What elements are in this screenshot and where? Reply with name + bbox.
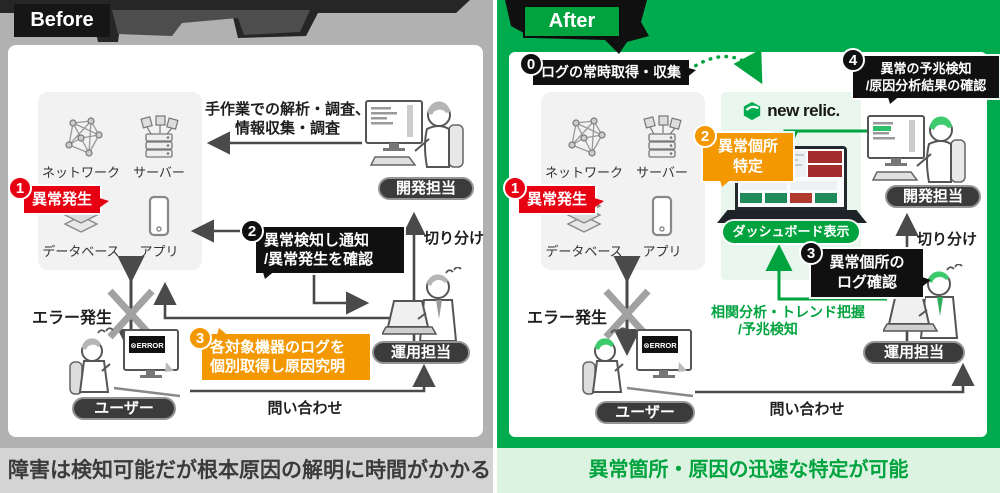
anomaly-bubble: 異常発生	[24, 186, 110, 213]
after-caption: 異常箇所・原因の迅速な特定が可能	[497, 448, 1000, 493]
prediction-note: 異常の予兆検知 /原因分析結果の確認	[853, 56, 999, 104]
server-icon	[643, 115, 682, 158]
newrelic-mark-icon	[744, 101, 761, 121]
app-item: アプリ	[120, 181, 198, 260]
step2-badge: 2	[240, 219, 264, 243]
before-caption: 障害は検知可能だが根本原因の解明に時間がかかる	[0, 448, 493, 493]
dashboard-pill: ダッシュボード表示	[723, 221, 859, 243]
user-figure: ⊗ERROR	[69, 327, 181, 398]
newrelic-highlight-chip	[873, 126, 891, 131]
before-system-box: ネットワーク	[38, 92, 202, 270]
note-tail	[719, 177, 734, 190]
app-icon	[651, 195, 673, 237]
note-tail	[216, 325, 231, 338]
after-system-box: ネットワーク	[541, 92, 705, 270]
prediction-line1: 異常の予兆検知	[880, 61, 972, 76]
app-label: アプリ	[642, 244, 682, 259]
user-pill: ユーザー	[72, 397, 176, 420]
log-collect-note: 各対象機器のログを 個別取得し原因究明	[202, 328, 370, 380]
manual-analysis-line2: 情報収集・調査	[234, 120, 340, 137]
anomaly-bubble-text: 異常発生	[32, 191, 93, 208]
log-check-note: 異常個所の ログ確認	[811, 249, 931, 297]
error-occurs-label: エラー発生	[527, 310, 608, 327]
step4-badge: 4	[841, 48, 865, 72]
developer-pill: 開発担当	[885, 185, 981, 208]
log-stream-note: ログの常時取得・収集	[533, 60, 696, 85]
server-item: サーバー	[120, 102, 198, 181]
before-label: Before	[14, 4, 110, 37]
error-screen-text: ⊗ERROR	[130, 341, 164, 350]
operations-figure	[883, 264, 963, 339]
note-tail	[685, 67, 699, 79]
anomaly-bubble-text: 異常発生	[527, 191, 588, 208]
detect-notify-line1: 異常検知し通知	[264, 232, 370, 249]
bubble-tail	[591, 197, 607, 210]
database-label: データベース	[545, 244, 623, 259]
developer-pill: 開発担当	[378, 177, 474, 200]
user-figure: ⊗ERROR	[582, 327, 694, 398]
error-screen-text: ⊗ERROR	[643, 341, 677, 350]
database-label: データベース	[42, 244, 120, 259]
step1-badge: 1	[8, 176, 32, 200]
step2-badge: 2	[693, 124, 717, 148]
log-collect-line2: 個別取得し原因究明	[210, 358, 346, 375]
network-item: ネットワーク	[42, 102, 120, 181]
network-icon	[65, 117, 103, 157]
newrelic-logo: new relic.	[727, 99, 855, 123]
triage-label: 切り分け	[917, 231, 978, 248]
network-icon	[568, 117, 606, 157]
anomaly-locate-line2: 特定	[732, 158, 763, 175]
network-item: ネットワーク	[545, 102, 623, 181]
operations-pill: 運用担当	[372, 341, 470, 364]
log-check-line1: 異常個所の	[829, 254, 905, 271]
step3-badge: 3	[799, 241, 823, 265]
step3-badge: 3	[188, 326, 212, 350]
dashboard-laptop-base	[717, 210, 867, 223]
log-check-line2: ログ確認	[836, 274, 897, 291]
app-label: アプリ	[139, 244, 179, 259]
server-icon	[140, 115, 179, 158]
user-pill: ユーザー	[595, 401, 695, 424]
app-item: アプリ	[623, 181, 701, 260]
step1-badge: 1	[503, 176, 527, 200]
newrelic-logo-text: new relic.	[767, 101, 840, 120]
developer-figure	[867, 115, 966, 183]
note-tail	[262, 269, 277, 282]
operations-pill: 運用担当	[863, 341, 965, 364]
analysis-note-line2: /予兆検知	[738, 321, 798, 337]
before-panel: ネットワーク	[0, 0, 493, 493]
server-label: サーバー	[133, 165, 185, 180]
analysis-note-line1: 相関分析・トレンド把握	[711, 304, 865, 320]
detect-notify-note: 異常検知し通知 /異常発生を確認	[256, 227, 404, 279]
anomaly-locate-note: 異常個所 特定	[703, 133, 793, 187]
error-occurs-label: エラー発生	[32, 310, 113, 327]
inquiry-label: 問い合わせ	[267, 400, 343, 417]
app-icon	[148, 195, 170, 237]
after-label: After	[523, 5, 621, 38]
log-stream-text: ログの常時取得・収集	[541, 64, 681, 80]
after-panel: ネットワーク	[497, 0, 1000, 493]
triage-label: 切り分け	[424, 230, 485, 247]
inquiry-label: 問い合わせ	[769, 401, 845, 418]
network-label: ネットワーク	[42, 165, 121, 180]
log-collect-line1: 各対象機器のログを	[210, 339, 346, 356]
anomaly-locate-line1: 異常個所	[717, 138, 778, 155]
bubble-tail	[96, 197, 112, 210]
anomaly-bubble: 異常発生	[519, 186, 605, 213]
detect-notify-line2: /異常発生を確認	[264, 251, 374, 268]
server-item: サーバー	[623, 102, 701, 181]
operations-figure	[382, 267, 462, 342]
note-tail	[887, 94, 902, 107]
note-tail	[919, 276, 934, 289]
prediction-line2: /原因分析結果の確認	[865, 78, 987, 93]
manual-analysis-line1: 手作業での解析・調査、	[205, 101, 371, 118]
server-label: サーバー	[636, 165, 688, 180]
network-label: ネットワーク	[545, 165, 624, 180]
developer-figure	[365, 100, 464, 168]
step0-badge: 0	[519, 52, 543, 76]
